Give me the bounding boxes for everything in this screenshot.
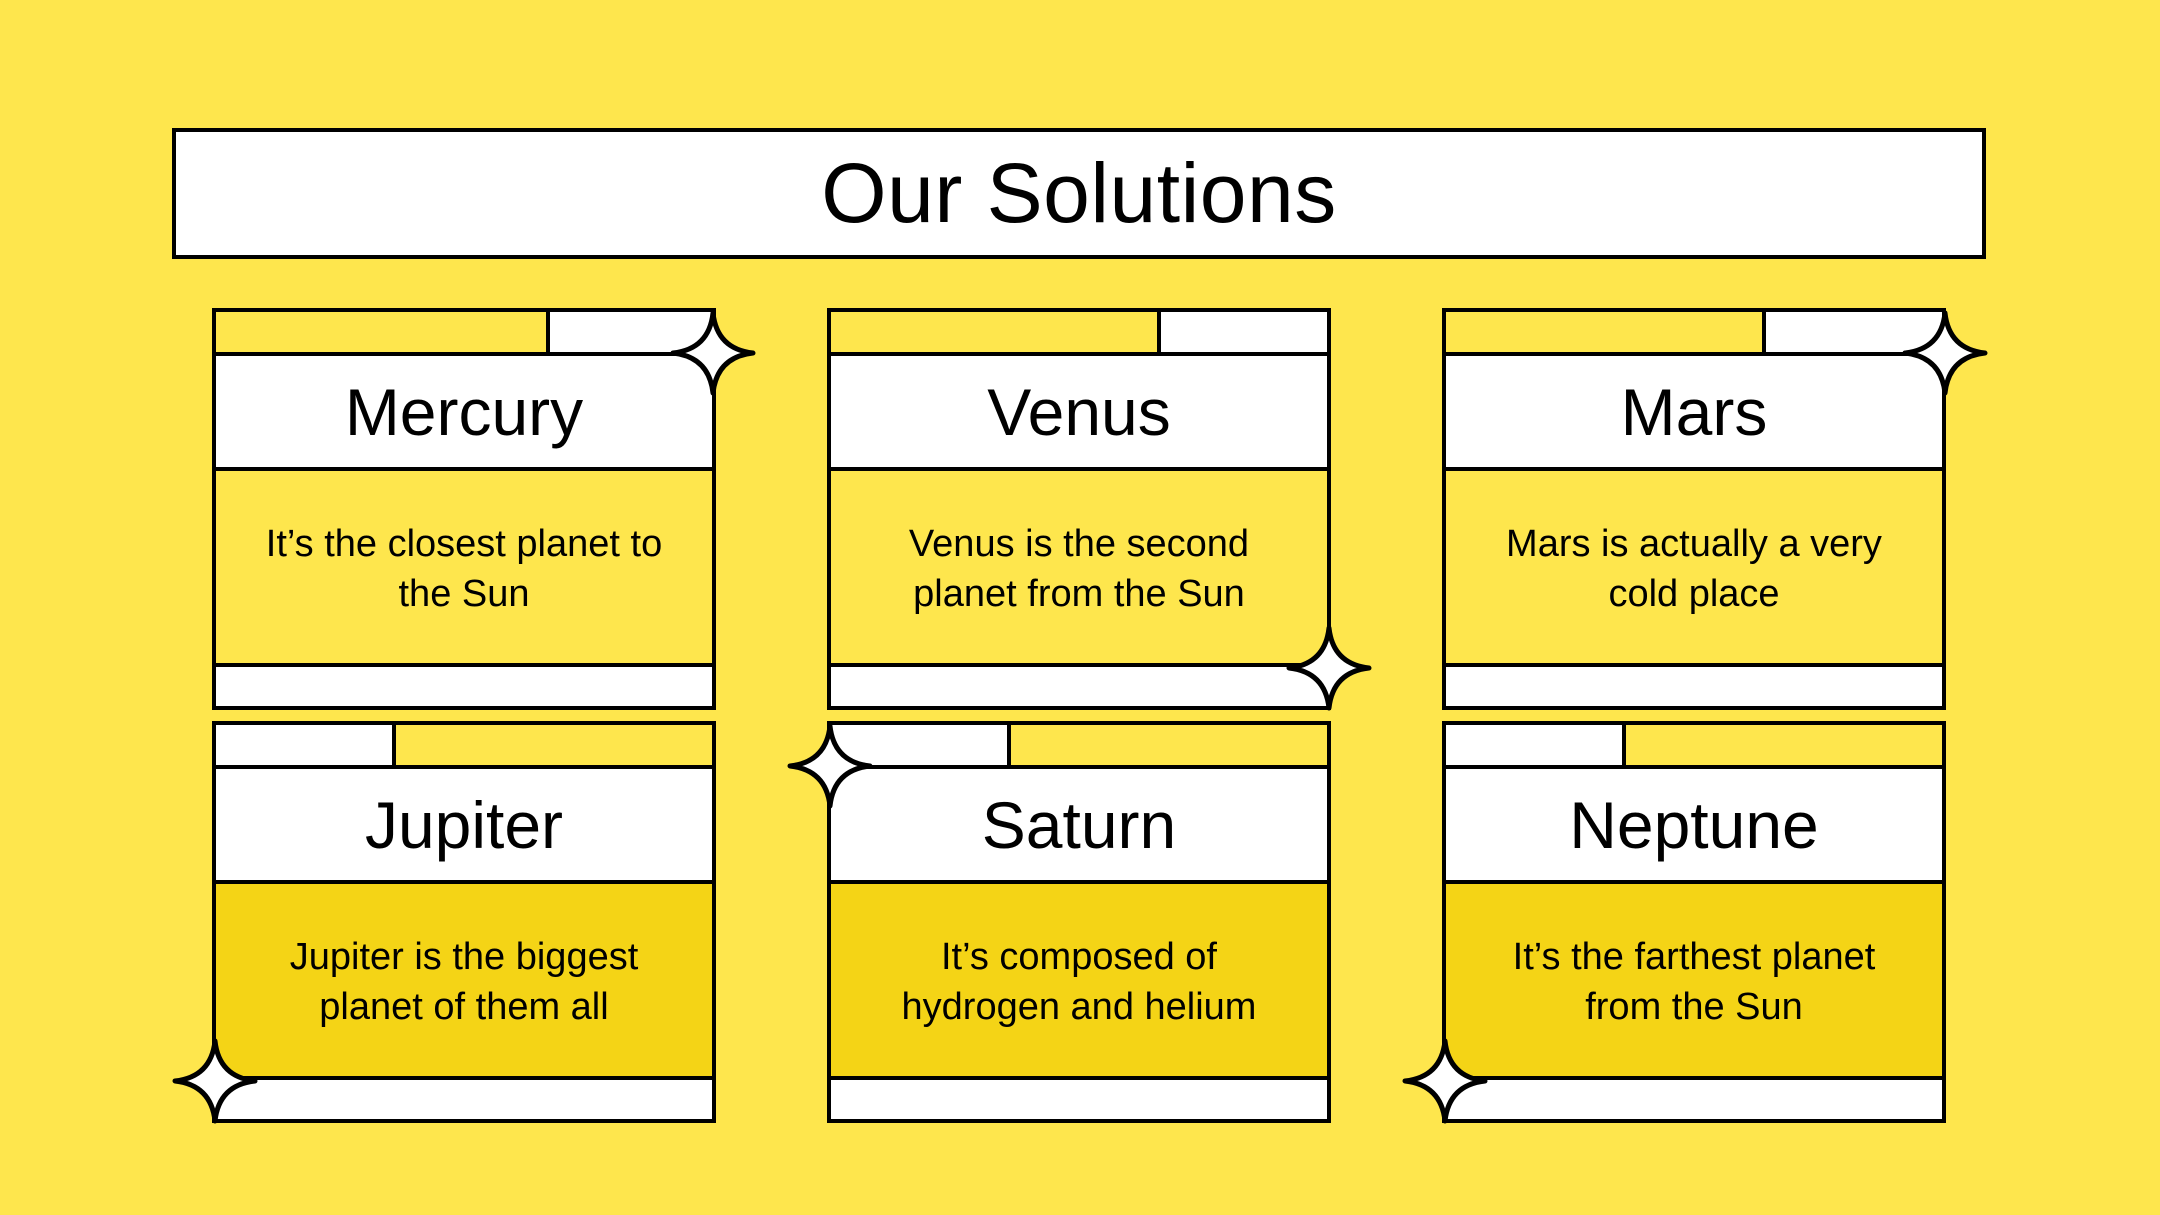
card-jupiter: Jupiter Jupiter is the biggest planet of… bbox=[212, 721, 716, 1123]
card-tab-bar bbox=[216, 725, 712, 769]
card-tab-bar bbox=[831, 312, 1327, 356]
card-heading: Mars bbox=[1446, 356, 1942, 471]
sparkle-icon bbox=[1402, 1038, 1488, 1124]
card-mercury: Mercury It’s the closest planet to the S… bbox=[212, 308, 716, 710]
sparkle-icon bbox=[787, 723, 873, 809]
card-mars: Mars Mars is actually a very cold place bbox=[1442, 308, 1946, 710]
card-heading: Neptune bbox=[1446, 769, 1942, 884]
card-venus: Venus Venus is the second planet from th… bbox=[827, 308, 1331, 710]
card-footer bbox=[216, 663, 712, 706]
card-tab-bar bbox=[1446, 312, 1942, 356]
card-description: It’s the closest planet to the Sun bbox=[265, 523, 663, 615]
card-heading: Jupiter bbox=[216, 769, 712, 884]
card-description: It’s composed of hydrogen and helium bbox=[831, 884, 1327, 1080]
card-description: Jupiter is the biggest planet of them al… bbox=[216, 884, 712, 1080]
card-footer bbox=[831, 1076, 1327, 1119]
sparkle-icon bbox=[1902, 310, 1988, 396]
card-description: It’s the farthest planet from the Sun bbox=[1446, 884, 1942, 1080]
card-heading: Saturn bbox=[831, 769, 1327, 884]
card-footer bbox=[1446, 663, 1942, 706]
card-footer bbox=[216, 1076, 712, 1119]
card-description: Mars is actually a very cold place bbox=[1506, 523, 1882, 615]
sparkle-icon bbox=[670, 310, 756, 396]
card-footer bbox=[1446, 1076, 1942, 1119]
card-neptune: Neptune It’s the farthest planet from th… bbox=[1442, 721, 1946, 1123]
card-tab-bar bbox=[831, 725, 1327, 769]
card-heading: Mercury bbox=[216, 356, 712, 471]
card-heading: Venus bbox=[831, 356, 1327, 471]
slide-title: Our Solutions bbox=[172, 128, 1986, 259]
card-footer bbox=[831, 663, 1327, 706]
card-tab-bar bbox=[1446, 725, 1942, 769]
sparkle-icon bbox=[1286, 625, 1372, 711]
card-saturn: Saturn It’s composed of hydrogen and hel… bbox=[827, 721, 1331, 1123]
sparkle-icon bbox=[172, 1038, 258, 1124]
card-description: Venus is the second planet from the Sun bbox=[908, 523, 1250, 615]
card-tab-bar bbox=[216, 312, 712, 356]
